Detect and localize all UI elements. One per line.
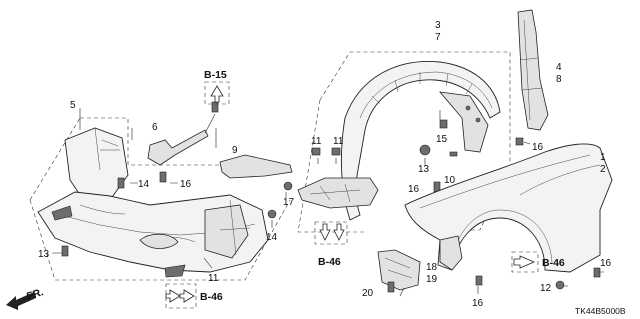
callout-14-a: 14 [138, 179, 150, 190]
callout-11-b: 11 [333, 136, 344, 147]
ref-label-b15[interactable]: B-15 [204, 69, 227, 81]
fastener [475, 137, 601, 290]
front-direction-label: FR. [25, 286, 45, 303]
callout-19: 19 [426, 274, 438, 285]
callout-8: 8 [556, 74, 562, 85]
under-cover-group [29, 101, 293, 281]
ref-arrow-b46-right[interactable] [511, 251, 539, 273]
callout-14-b: 14 [266, 232, 278, 243]
callout-20: 20 [362, 288, 374, 299]
bracket-9 [219, 154, 293, 179]
bracket-6 [147, 129, 209, 166]
ref-arrow-b15[interactable] [204, 81, 230, 105]
fender-liner-group [297, 51, 511, 297]
ref-label-b46-right[interactable]: B-46 [542, 257, 565, 269]
callout-6: 6 [152, 122, 158, 133]
callout-11-a: 11 [311, 136, 322, 147]
callout-4: 4 [556, 62, 562, 73]
callout-1: 1 [600, 152, 606, 163]
callout-11-c: 11 [208, 273, 219, 284]
callout-18: 18 [426, 262, 438, 273]
ref-label-b46-center[interactable]: B-46 [318, 256, 341, 268]
callout-13-b: 13 [418, 164, 430, 175]
liner-lower-panel [297, 177, 379, 209]
callout-17: 17 [283, 197, 295, 208]
callout-5: 5 [70, 100, 76, 111]
callout-10: 10 [444, 175, 456, 186]
callout-16-a: 16 [180, 179, 192, 190]
callout-16-b: 16 [408, 184, 420, 195]
callout-2: 2 [600, 164, 606, 175]
callout-9: 9 [232, 145, 238, 156]
callout-16-c: 16 [532, 142, 544, 153]
front-fender-group [404, 9, 613, 294]
front-direction-arrow [6, 292, 36, 310]
callout-12: 12 [540, 283, 552, 294]
callout-3: 3 [435, 20, 441, 31]
ref-arrow-b46-center[interactable] [314, 221, 348, 245]
fastener [61, 101, 293, 257]
callout-16-e: 16 [600, 258, 612, 269]
callout-7: 7 [435, 32, 441, 43]
front-fender [404, 143, 613, 273]
diagram-code: TK44B5000B [575, 306, 626, 316]
fender-upper-bracket [517, 9, 549, 131]
ref-arrow-b46-bottom[interactable] [165, 283, 197, 309]
ref-label-b46-bottom[interactable]: B-46 [200, 291, 223, 303]
fastener [311, 119, 458, 293]
callout-15: 15 [436, 134, 448, 145]
callout-13-a: 13 [38, 249, 50, 260]
fender-liner [340, 60, 501, 221]
callout-16-d: 16 [472, 298, 484, 309]
mud-flap [377, 249, 421, 291]
